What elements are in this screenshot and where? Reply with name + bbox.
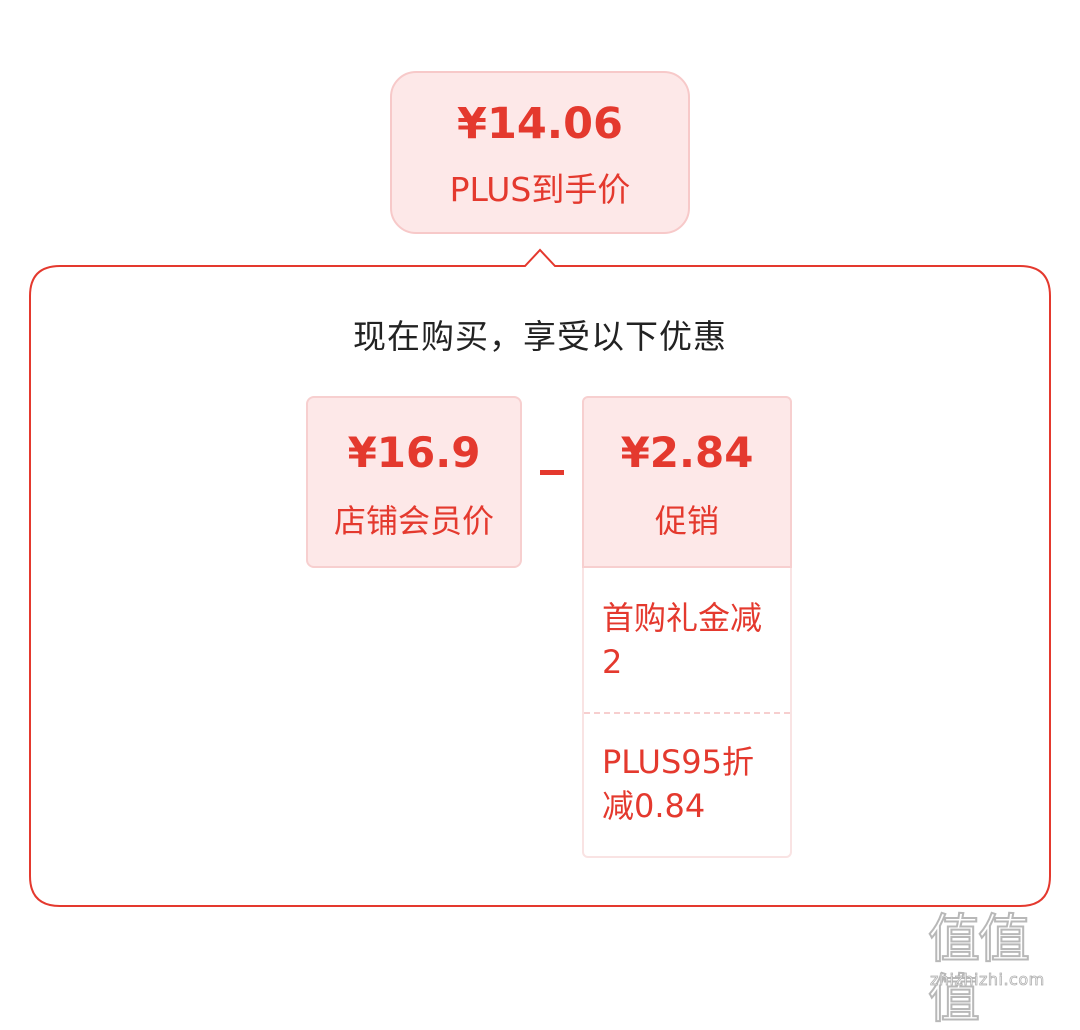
promo-discount-label: 促销 bbox=[654, 502, 719, 540]
promo-details-list: 首购礼金减2 PLUS95折减0.84 bbox=[582, 568, 792, 858]
promo-detail-divider bbox=[584, 712, 790, 714]
plus-price-value: ¥14.06 bbox=[457, 99, 623, 149]
promo-discount-card[interactable]: ¥2.84 促销 bbox=[582, 396, 792, 568]
plus-price-label: PLUS到手价 bbox=[449, 170, 631, 209]
promo-discount-value: ¥2.84 bbox=[620, 428, 754, 477]
promo-detail-item: 首购礼金减2 bbox=[602, 599, 763, 681]
member-price-label: 店铺会员价 bbox=[333, 502, 494, 540]
offer-panel-title: 现在购买，享受以下优惠 bbox=[353, 317, 727, 356]
offer-panel-outline bbox=[29, 248, 1051, 907]
minus-operator bbox=[540, 470, 564, 475]
plus-price-bubble[interactable]: ¥14.06 PLUS到手价 bbox=[390, 71, 690, 234]
promo-detail-item: PLUS95折减0.84 bbox=[602, 743, 754, 825]
member-price-value: ¥16.9 bbox=[347, 428, 481, 477]
member-price-card[interactable]: ¥16.9 店铺会员价 bbox=[306, 396, 522, 568]
watermark-url: zhizhizhi.com bbox=[930, 970, 1045, 990]
site-watermark: 值值值 zhizhizhi.com bbox=[920, 909, 1070, 1030]
